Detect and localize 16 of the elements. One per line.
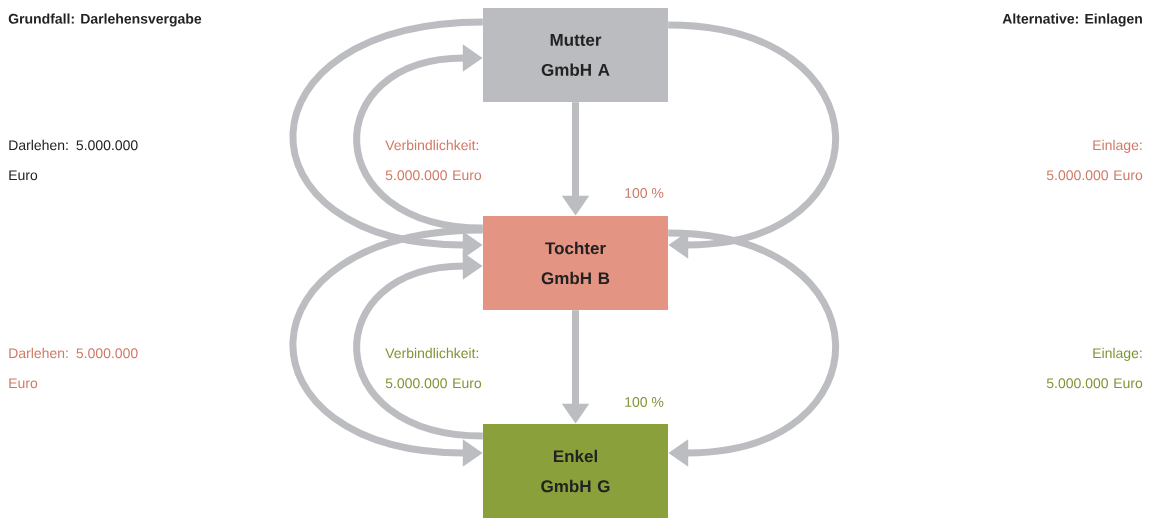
arrow [667,229,839,467]
amount-label: Einlage: 5.000.000 Euro [1046,347,1143,389]
heading: Grundfall: Darlehensvergabe [8,13,202,27]
heading: Alternative: Einlagen [1002,13,1142,27]
percentage-label: 100 % [625,188,664,198]
amount-label: Verbindlichkeit: 5.000.000 Euro [385,347,482,389]
amount-label: Darlehen: 5.000.000 Euro [9,139,138,181]
company-box: Mutter GmbH A [483,8,668,102]
arrow [667,21,839,259]
percentage-label: 100 % [625,397,664,407]
amount-label: Verbindlichkeit: 5.000.000 Euro [385,139,482,181]
amount-label: Darlehen: 5.000.000 Euro [9,347,138,389]
company-box: Tochter GmbH B [483,216,668,310]
company-box: Enkel GmbH G [483,424,668,518]
arrow [353,252,484,440]
amount-label: Einlage: 5.000.000 Euro [1046,139,1143,181]
